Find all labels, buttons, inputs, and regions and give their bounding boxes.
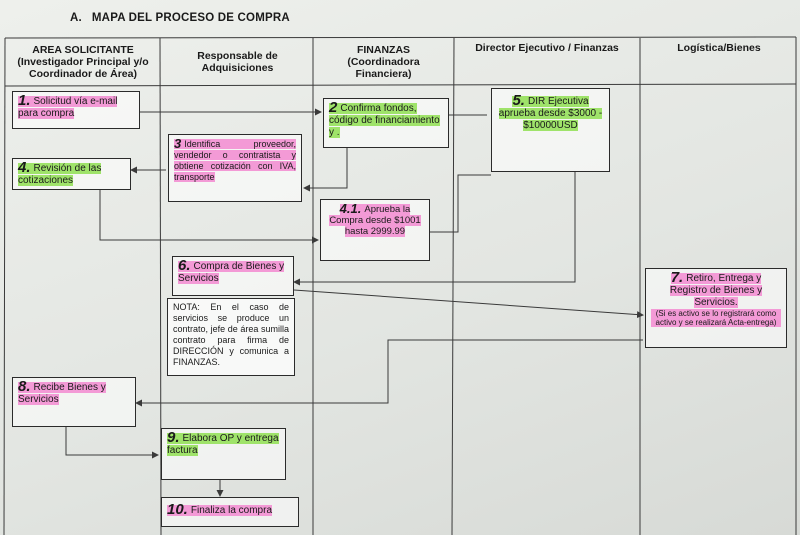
lane-header-area-solicitante: AREA SOLICITANTE (Investigador Principal… [8,44,158,80]
step-4-revision-cotizaciones[interactable]: 4.Revisión de las cotizaciones [12,158,131,190]
step-text: Retiro, Entrega y Registro de Bienes y S… [669,273,763,308]
step-7-retiro-entrega[interactable]: 7.Retiro, Entrega y Registro de Bienes y… [645,268,787,348]
step-number: 1. [18,92,31,109]
flow-connectors [65,108,644,497]
step-text: Compra de Bienes y Servicios [178,261,285,284]
title-letter: A. [70,12,82,24]
step-text: Solicitud vía e-mail para compra [18,96,118,119]
step-number: 6. [178,257,191,274]
lane-header-line: Logística/Bienes [677,42,761,54]
swimlane-grid [3,36,797,535]
lane-header-logistica: Logística/Bienes [643,42,795,54]
step-text: Finaliza la compra [190,505,273,516]
step-number: 4. [18,159,31,176]
step-5-dir-ejecutiva-aprueba[interactable]: 5.DIR Ejecutiva aprueba desde $3000 - $1… [491,88,610,172]
step-number: 3 [174,136,182,151]
lane-header-line: Adquisiciones [201,62,274,74]
lane-header-director: Director Ejecutivo / Finanzas [456,42,638,54]
nota-servicios: NOTA: En el caso de servicios se produce… [167,298,295,376]
step-text: DIR Ejecutiva aprueba desde $3000 - $100… [498,96,603,131]
step-number: 9. [167,429,180,446]
lane-header-line: Coordinador de Área) [29,68,137,80]
step-8-recibe-bienes[interactable]: 8.Recibe Bienes y Servicios [12,377,136,427]
lane-header-line: Director Ejecutivo / Finanzas [475,42,619,54]
step-number: 7. [670,269,684,286]
lane-header-line: Responsable de [197,50,278,62]
step-7-note: (Si es activo se lo registrará como acti… [651,309,781,327]
lane-header-line: AREA SOLICITANTE [32,44,134,56]
step-1-solicitud[interactable]: 1.Solicitud vía e-mail para compra [12,91,140,129]
step-6-compra-bienes[interactable]: 6.Compra de Bienes y Servicios [172,256,294,296]
step-number: 8. [18,378,31,395]
step-text: Recibe Bienes y Servicios [18,382,106,405]
lane-header-finanzas: FINANZAS (Coordinadora Financiera) [316,44,451,80]
step-number: 5. [512,92,525,109]
lane-header-line: (Investigador Principal y/o [17,56,149,68]
title-text: MAPA DEL PROCESO DE COMPRA [91,12,290,24]
step-number: 2 [329,99,338,116]
step-10-finaliza-compra[interactable]: 10.Finaliza la compra [161,497,299,527]
step-number: 10. [167,501,188,518]
step-text: Elabora OP y entrega factura [167,433,279,456]
lane-header-line: FINANZAS [356,44,411,56]
step-4-1-aprueba-compra[interactable]: 4.1.Aprueba la Compra desde $1001 hasta … [320,199,430,261]
note-text: NOTA: En el caso de servicios se produce… [173,302,289,367]
step-text: Confirma fondos, código de financiamient… [329,103,440,138]
step-text: Identifica proveedor, vendedor o contrat… [174,139,296,182]
step-text: Aprueba la Compra desde $1001 hasta 2999… [329,204,421,237]
lane-header-line: Financiera) [355,68,412,80]
lane-header-responsable: Responsable de Adquisiciones [165,50,310,74]
step-9-elabora-op[interactable]: 9.Elabora OP y entrega factura [161,428,286,480]
step-number: 4.1. [339,201,362,216]
page-title: A. MAPA DEL PROCESO DE COMPRA [70,12,290,24]
step-text: Revisión de las cotizaciones [18,163,102,186]
lane-header-line: (Coordinadora [347,56,420,68]
